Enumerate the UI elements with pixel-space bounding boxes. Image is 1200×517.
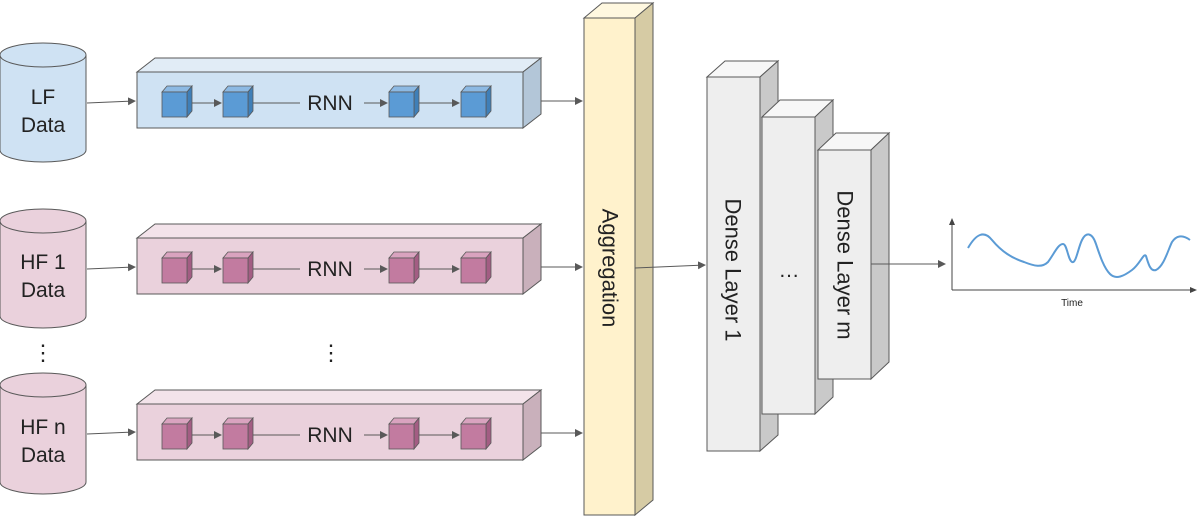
lf-rnn-label: RNN bbox=[307, 92, 353, 115]
lf-data-cylinder: LF Data bbox=[0, 42, 87, 163]
rnn-cell-cube bbox=[161, 84, 193, 119]
hf1-data-cylinder: HF 1 Data bbox=[0, 208, 87, 329]
input-ellipsis: ⋮ bbox=[32, 340, 54, 365]
output-y-axis-arrowhead bbox=[949, 218, 955, 225]
rnn-cell-cube bbox=[222, 84, 254, 119]
dense-layer-m-label: Dense Layer m bbox=[833, 190, 858, 339]
dense-layer-ellipsis: … bbox=[779, 259, 800, 282]
hf1-rnn-label: RNN bbox=[307, 258, 353, 281]
rnn-cell-cube bbox=[460, 416, 492, 451]
lf-input-arrow bbox=[86, 97, 136, 106]
rnn-cell-cube bbox=[161, 250, 193, 285]
output-series-line bbox=[967, 233, 1191, 278]
lf-data-label-line1: LF bbox=[31, 86, 56, 109]
hfn-rnn-block: RNN bbox=[135, 388, 543, 462]
hfn-input-arrow bbox=[86, 428, 136, 437]
dense-layer-m: Dense Layer m bbox=[816, 131, 891, 381]
rnn-cell-cube bbox=[388, 416, 420, 451]
rnn-cell-cube bbox=[222, 250, 254, 285]
hf1-input-arrow bbox=[86, 263, 136, 272]
rnn-cell-cube bbox=[161, 416, 193, 451]
output-x-axis-label: Time bbox=[1061, 298, 1083, 309]
rnn-ellipsis: ⋮ bbox=[320, 340, 342, 365]
aggregation-label: Aggregation bbox=[598, 209, 623, 328]
dense-layer-1-label: Dense Layer 1 bbox=[721, 198, 746, 341]
hfn-rnn-label: RNN bbox=[307, 424, 353, 447]
rnn-cell-cube bbox=[460, 250, 492, 285]
hfn-data-label-line1: HF n bbox=[20, 416, 66, 439]
aggregation-block: Aggregation bbox=[582, 1, 655, 517]
output-time-series: Time bbox=[949, 218, 1197, 309]
rnn-cell-cube bbox=[460, 84, 492, 119]
hf1-data-label-line1: HF 1 bbox=[20, 251, 66, 274]
rnn-cell-cube bbox=[388, 84, 420, 119]
hf1-data-label-line2: Data bbox=[21, 279, 66, 302]
rnn-cell-cube bbox=[222, 416, 254, 451]
aggregation-to-dense-arrow bbox=[634, 261, 706, 270]
output-x-axis-arrowhead bbox=[1190, 287, 1197, 293]
lf-rnn-block: RNN bbox=[135, 56, 543, 130]
hf1-rnn-block: RNN bbox=[135, 222, 543, 296]
hfn-data-cylinder: HF n Data bbox=[0, 372, 87, 495]
hfn-data-label-line2: Data bbox=[21, 444, 66, 467]
lf-data-label-line2: Data bbox=[21, 114, 66, 137]
rnn-cell-cube bbox=[388, 250, 420, 285]
